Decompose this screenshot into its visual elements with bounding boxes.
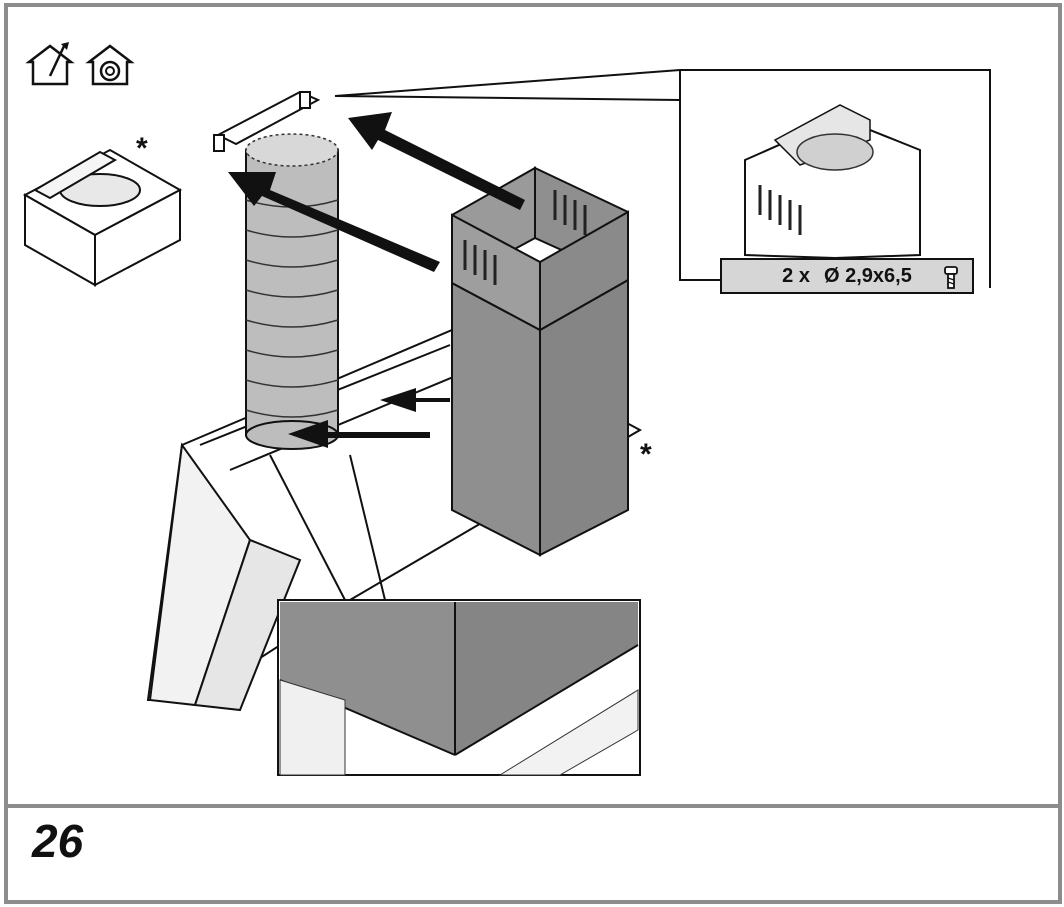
- direction-arrows: [228, 112, 525, 448]
- house-ducted-icon: [25, 42, 75, 86]
- screw-dimension: Ø 2,9x6,5: [823, 264, 912, 287]
- screw-quantity: 2 x: [782, 264, 810, 287]
- leader-lines: [269, 69, 681, 601]
- caption-divider: [8, 804, 1058, 808]
- house-recirculation-icon: [85, 44, 135, 86]
- optional-asterisk: *: [640, 438, 652, 471]
- accessory-motor-unit: [22, 148, 183, 287]
- screw-icon: [944, 266, 958, 289]
- detail-callout-bottom: [277, 599, 641, 776]
- detail-callout-top: [679, 69, 991, 294]
- wall-bracket: [213, 90, 321, 152]
- optional-asterisk: *: [136, 132, 148, 165]
- figure-number: 26: [32, 815, 84, 867]
- chimney: [451, 166, 629, 557]
- screw-spec-label: 2 x Ø 2,9x6,5: [721, 259, 973, 293]
